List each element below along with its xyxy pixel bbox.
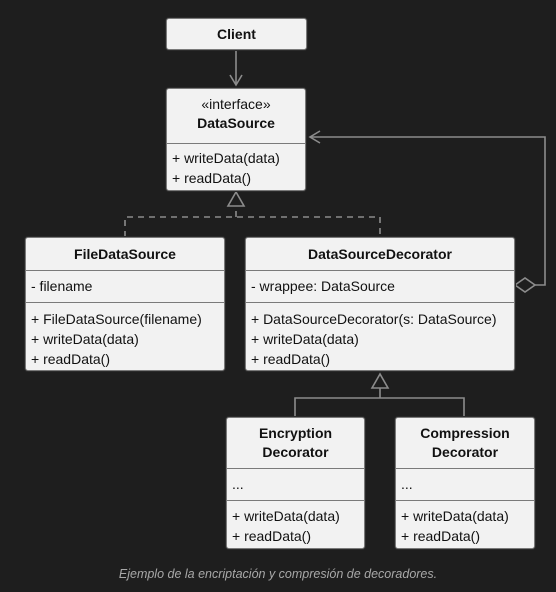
datasource-class-name: DataSource — [197, 115, 275, 131]
inheritance-triangle — [370, 372, 390, 389]
client-class-name: Client — [217, 26, 256, 42]
encryption-decorator-class: Encryption Decorator ... + writeData(dat… — [226, 417, 365, 549]
filedatasource-methods: + FileDataSource(filename) + writeData(d… — [26, 302, 224, 369]
inheritance-line-decorators — [294, 397, 465, 417]
aggregation-diamond — [513, 277, 537, 293]
method: + readData() — [172, 170, 251, 186]
filedatasource-fields: - filename — [26, 270, 224, 302]
compression-decorator-class: Compression Decorator ... + writeData(da… — [395, 417, 535, 549]
decorator-fields: - wrappee: DataSource — [246, 270, 514, 302]
decorator-class-name: DataSourceDecorator — [308, 246, 452, 262]
method: + readData() — [401, 528, 480, 544]
compression-fields: ... — [396, 468, 534, 500]
method: + writeData(data) — [232, 508, 340, 524]
field: - wrappee: DataSource — [251, 278, 395, 294]
encryption-class-name-line1: Encryption — [258, 425, 333, 441]
field: ... — [232, 476, 244, 492]
encryption-fields: ... — [227, 468, 364, 500]
client-class: Client — [166, 18, 307, 50]
method: + FileDataSource(filename) — [31, 311, 202, 327]
realization-triangle — [226, 190, 246, 207]
method: + writeData(data) — [31, 331, 139, 347]
compression-class-name-line2: Decorator — [431, 444, 499, 460]
client-dependency-arrowhead — [229, 74, 243, 87]
field: - filename — [31, 278, 93, 294]
encryption-class-name-line2: Decorator — [262, 444, 329, 460]
method: + readData() — [232, 528, 311, 544]
filedatasource-class-name: FileDataSource — [74, 246, 176, 262]
datasource-methods: + writeData(data) + readData() — [167, 143, 305, 188]
figure-caption: Ejemplo de la encriptación y compresión … — [118, 567, 438, 581]
field: ... — [401, 476, 413, 492]
datasourcedecorator-class: DataSourceDecorator - wrappee: DataSourc… — [245, 237, 515, 371]
method: + writeData(data) — [401, 508, 509, 524]
datasource-interface: «interface» DataSource + writeData(data)… — [166, 88, 306, 191]
method: + DataSourceDecorator(s: DataSource) — [251, 311, 497, 327]
compression-header: Compression Decorator — [396, 418, 534, 468]
compression-methods: + writeData(data) + readData() — [396, 500, 534, 546]
filedatasource-class: FileDataSource - filename + FileDataSour… — [25, 237, 225, 371]
encryption-header: Encryption Decorator — [227, 418, 364, 468]
interface-stereotype: «interface» — [201, 96, 271, 112]
encryption-methods: + writeData(data) + readData() — [227, 500, 364, 546]
method: + readData() — [251, 351, 330, 367]
realization-line-filedatasource — [124, 216, 381, 237]
decorator-methods: + DataSourceDecorator(s: DataSource) + w… — [246, 302, 514, 369]
aggregation-arrowhead — [308, 130, 321, 144]
method: + writeData(data) — [251, 331, 359, 347]
method: + readData() — [31, 351, 110, 367]
datasource-header: «interface» DataSource — [167, 89, 305, 143]
method: + writeData(data) — [172, 150, 280, 166]
compression-class-name-line1: Compression — [420, 425, 510, 441]
aggregation-line — [310, 136, 546, 286]
